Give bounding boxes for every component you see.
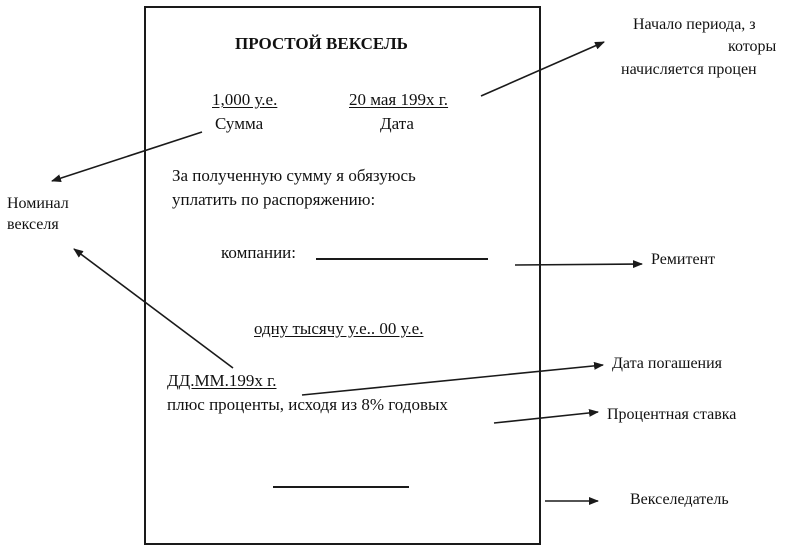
arrow-to-nominal	[51, 131, 203, 183]
callout-period-start-line-3: начисляется процен	[621, 61, 757, 78]
issue-date-label: Дата	[380, 114, 414, 133]
callout-interest-rate: Процентная ставка	[607, 406, 737, 423]
interest-text: плюс проценты, исходя из 8% годовых	[167, 395, 448, 414]
arrow-from-due-date-to-nominal	[73, 248, 234, 369]
company-label: компании:	[221, 243, 296, 262]
callout-nominal-line-1: Номинал	[7, 195, 69, 212]
callout-period-start-line-1: Начало периода, з	[633, 16, 756, 33]
signature-line	[273, 486, 409, 488]
callout-nominal-line-2: векселя	[7, 216, 59, 233]
promissory-note-frame	[144, 6, 541, 545]
callout-period-start-line-2: которы	[728, 38, 777, 55]
callout-remitent: Ремитент	[651, 251, 716, 268]
arrow-to-period-start	[480, 41, 605, 97]
sum-in-words: одну тысячу у.е.. 00 у.е.	[254, 319, 424, 338]
arrow-to-maturity-date	[301, 361, 604, 396]
amount-value: 1,000 у.е.	[212, 90, 278, 109]
callout-maturity-date: Дата погашения	[612, 355, 723, 372]
callout-drawer: Векселедатель	[630, 491, 729, 508]
note-title: ПРОСТОЙ ВЕКСЕЛЬ	[235, 34, 408, 53]
arrow-to-interest-rate	[493, 408, 599, 424]
issue-date-value: 20 мая 199х г.	[349, 90, 448, 110]
amount-label: Сумма	[215, 114, 264, 133]
company-blank-line	[316, 258, 488, 260]
promise-line-2: уплатить по распоряжению:	[172, 190, 376, 209]
due-date-value: ДД.ММ.199х г.	[167, 371, 277, 390]
issue-date-text: 20 мая 199х г.	[349, 90, 449, 109]
promise-line-1: За полученную сумму я обязуюсь	[172, 166, 416, 185]
arrow-to-remitent	[514, 260, 643, 269]
